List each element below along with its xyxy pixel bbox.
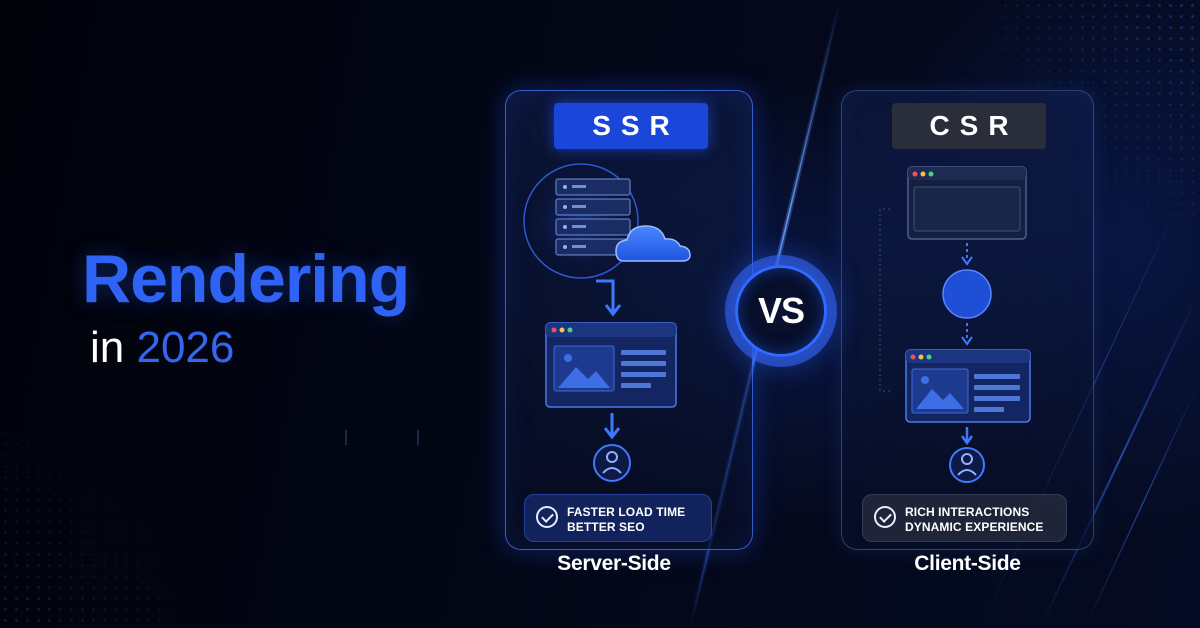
headline-subtitle: in 2026 xyxy=(90,322,409,374)
arrow-down-icon xyxy=(603,413,621,440)
browser-window-icon xyxy=(907,166,1027,240)
csr-title: CSR xyxy=(892,103,1046,149)
dot-pattern-bottom-left xyxy=(0,428,170,628)
ssr-benefit-1: FASTER LOAD TIME xyxy=(567,505,686,519)
arrow-down-icon xyxy=(961,323,973,346)
csr-benefits-box: RICH INTERACTIONS DYNAMIC EXPERIENCE xyxy=(862,494,1067,542)
headline-subtitle-year: 2026 xyxy=(136,323,235,372)
user-icon xyxy=(593,444,631,482)
headline-title: Rendering xyxy=(82,241,410,317)
ssr-caption: Server-Side xyxy=(557,552,671,575)
vs-badge: VS xyxy=(735,265,827,357)
arrow-down-icon xyxy=(596,279,622,317)
webpage-icon xyxy=(905,349,1031,423)
ssr-diagram xyxy=(523,163,691,482)
circle-node-icon xyxy=(942,269,992,319)
csr-caption: Client-Side xyxy=(914,552,1021,575)
csr-benefit-1: RICH INTERACTIONS xyxy=(905,505,1030,519)
headline: Rendering in 2026 xyxy=(82,240,410,374)
ssr-benefits-box: FASTER LOAD TIME BETTER SEO xyxy=(524,494,712,542)
ssr-card: SSR xyxy=(505,90,753,550)
check-circle-icon xyxy=(536,506,558,528)
ssr-benefit-2: BETTER SEO xyxy=(567,520,645,534)
ssr-benefits-list: FASTER LOAD TIME BETTER SEO xyxy=(567,505,685,535)
user-icon xyxy=(949,447,985,483)
cloud-icon xyxy=(615,225,691,262)
ssr-title: SSR xyxy=(554,103,708,149)
csr-benefit-2: DYNAMIC EXPERIENCE xyxy=(905,520,1044,534)
arrow-down-icon xyxy=(961,243,973,266)
server-rack-icon xyxy=(523,163,639,279)
csr-diagram xyxy=(879,166,1031,483)
check-circle-icon xyxy=(874,506,896,528)
headline-subtitle-prefix: in xyxy=(90,323,125,372)
csr-benefits-list: RICH INTERACTIONS DYNAMIC EXPERIENCE xyxy=(905,505,1044,535)
csr-card: CSR xyxy=(841,90,1094,550)
webpage-icon xyxy=(545,322,677,408)
arrow-down-icon xyxy=(960,427,974,446)
